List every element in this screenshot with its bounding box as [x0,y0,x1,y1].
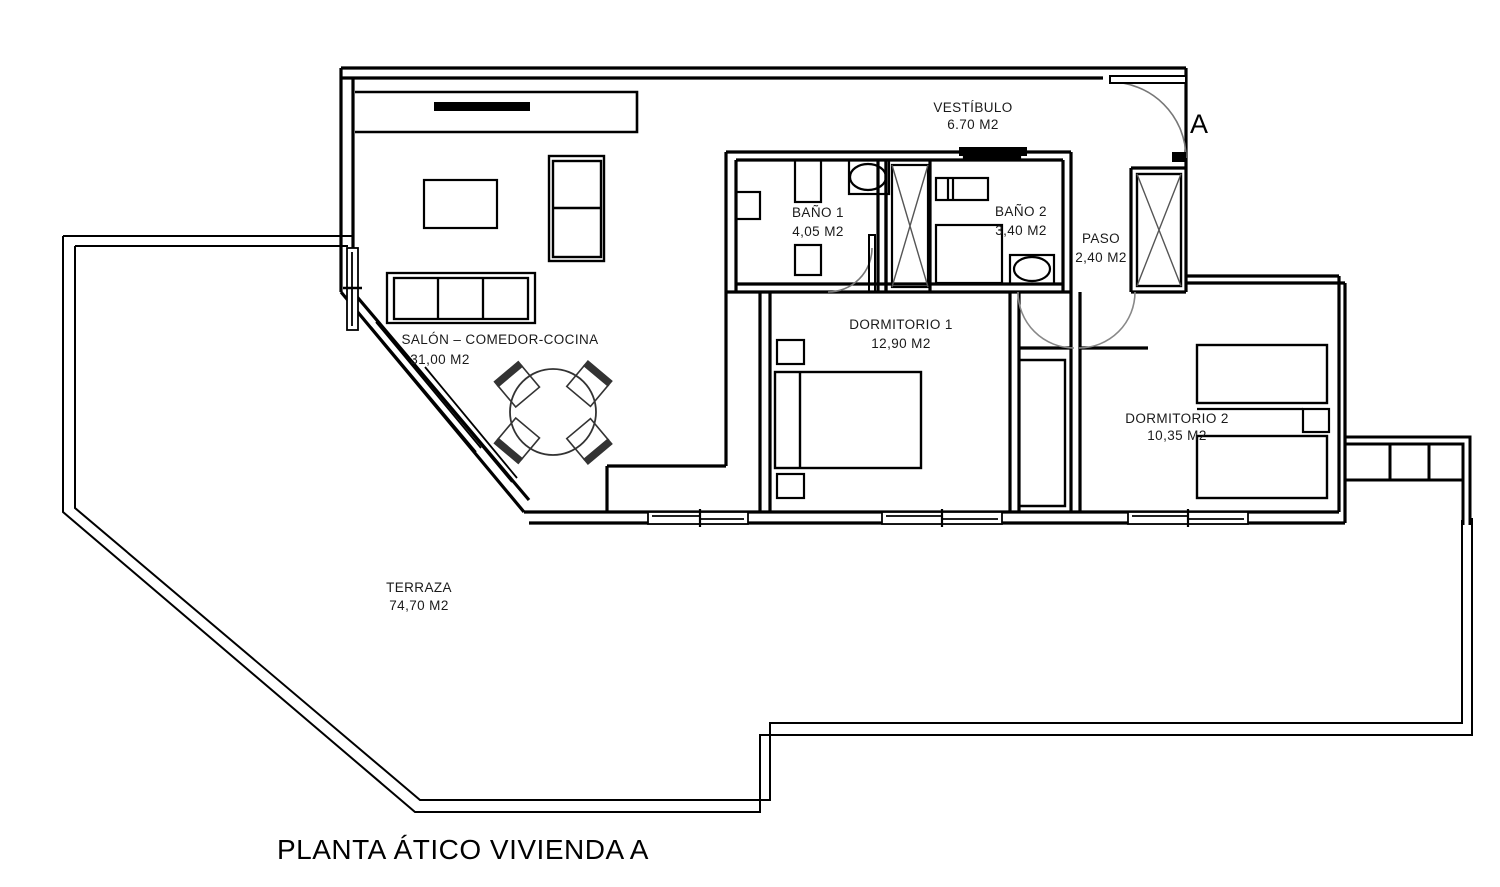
toilet-bano1 [793,243,823,277]
single-bed-dorm2-upper [1195,343,1329,405]
double-bed-dorm1 [773,370,923,470]
balcony-railing [1343,435,1472,525]
shower-tray [734,190,762,221]
washbasin-bano2 [934,176,990,202]
dining-chair-group [493,360,613,465]
kitchen-counter [355,90,639,134]
paso-door-swings [1017,291,1136,349]
wardrobe-dorm1 [1019,358,1067,508]
single-bed-dorm2-lower [1195,434,1329,500]
bathtub-bano2 [934,223,1004,285]
room-area-salon: 31,00 M2 [410,352,470,367]
round-dining-table [509,368,597,456]
vestibulo-shelf [959,147,1027,156]
kitchen-sink [434,102,530,111]
room-area-paso: 2,40 M2 [1075,250,1127,265]
room-area-terraza: 74,70 M2 [389,598,449,613]
interior-walls [605,150,1188,512]
room-label-bano1: BAÑO 1 [792,205,844,220]
entrance-door-leaf [1109,75,1187,84]
window-salon-west [343,247,362,331]
sliding-patio-door [370,321,518,483]
entrance-door-jamb [1172,152,1186,162]
room-label-dormitorio1: DORMITORIO 1 [849,317,953,332]
door-leaf-bano1 [868,234,876,293]
page-title: PLANTA ÁTICO VIVIENDA A [277,834,649,865]
nightstand-dorm2 [1301,407,1331,434]
tv-unit [422,178,499,230]
sliding-window-salon [647,509,749,527]
toilet-bano2 [1008,253,1056,286]
sliding-window-dorm2 [1127,509,1249,527]
door-bano1 [827,247,873,293]
sofa-3-seat [385,271,537,325]
nightstand-dorm1-top [775,338,806,366]
room-label-bano2: BAÑO 2 [995,204,1047,219]
shelf-cabinet [547,154,606,263]
nightstand-dorm1-bottom [775,472,806,500]
room-area-dormitorio2: 10,35 M2 [1147,428,1207,443]
washbasin-bano1 [793,158,891,204]
room-label-terraza: TERRAZA [386,580,452,595]
room-label-dormitorio2: DORMITORIO 2 [1125,411,1229,426]
room-label-paso: PASO [1082,231,1120,246]
wardrobe-paso [1135,172,1183,288]
room-labels: SALÓN – COMEDOR-COCINA 31,00 M2 VESTÍBUL… [386,100,1229,613]
unit-mark-a: A [1190,109,1208,139]
sliding-window-dorm1 [881,509,1003,527]
room-label-vestibulo: VESTÍBULO [933,100,1012,115]
room-area-bano2: 3,40 M2 [995,223,1047,238]
room-label-salon: SALÓN – COMEDOR-COCINA [401,332,598,347]
room-area-vestibulo: 6.70 M2 [947,117,999,132]
room-area-bano1: 4,05 M2 [792,224,844,239]
room-area-dormitorio1: 12,90 M2 [871,336,931,351]
entrance-door-swing [1109,81,1187,159]
wardrobe-bano1 [890,163,930,289]
